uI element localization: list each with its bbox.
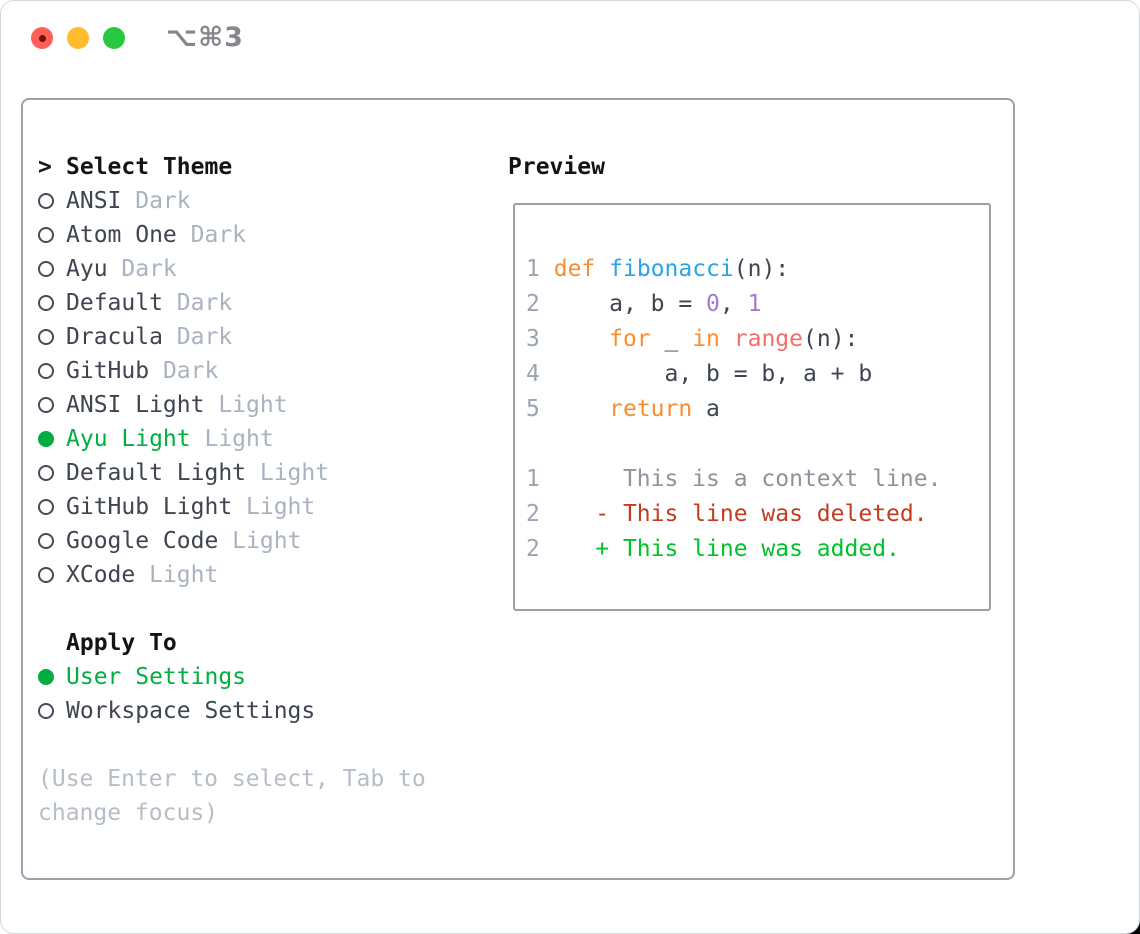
theme-name: Ayu [66,256,108,282]
help-text-line-1: (Use Enter to select, Tab to [38,766,426,792]
theme-name: Ayu Light [66,426,191,452]
theme-name: Default Light [66,460,247,486]
theme-variant: Light [204,392,288,418]
theme-variant: Dark [162,290,233,316]
prompt-icon: > [38,154,52,180]
theme-name: Google Code [66,528,219,554]
theme-variant: Light [190,426,274,452]
theme-option-dracula-dark[interactable]: Dracula Dark [38,320,426,354]
theme-option-github-dark[interactable]: GitHub Dark [38,354,426,388]
theme-option-xcode-light[interactable]: XCode Light [38,558,426,592]
apply-option-label: Workspace Settings [66,698,316,724]
theme-name: GitHub [66,358,150,384]
radio-icon [38,227,54,243]
theme-variant: Light [218,528,302,554]
theme-variant: Light [232,494,316,520]
theme-variant: Dark [162,324,233,350]
radio-icon [38,397,54,413]
radio-icon [38,295,54,311]
radio-icon [38,363,54,379]
radio-icon [38,465,54,481]
theme-name: Atom One [66,222,177,248]
radio-icon [38,567,54,583]
theme-option-ayu-light-light[interactable]: Ayu Light Light [38,422,426,456]
apply-to-label: Apply To [66,630,177,656]
theme-option-ayu-dark[interactable]: Ayu Dark [38,252,426,286]
theme-option-ansi-light-light[interactable]: ANSI Light Light [38,388,426,422]
theme-variant: Dark [149,358,219,384]
preview-title: Preview [508,154,605,180]
radio-icon [38,329,54,345]
theme-option-github-light-light[interactable]: GitHub Light Light [38,490,426,524]
theme-variant: Light [246,460,330,486]
theme-variant: Dark [121,188,191,214]
theme-name: GitHub Light [66,494,233,520]
radio-icon [38,703,54,719]
theme-option-default-dark[interactable]: Default Dark [38,286,426,320]
theme-variant: Dark [107,256,177,282]
theme-variant: Dark [176,222,247,248]
theme-option-ansi-dark[interactable]: ANSI Dark [38,184,426,218]
radio-icon [38,533,54,549]
radio-icon [38,499,54,515]
theme-option-default-light-light[interactable]: Default Light Light [38,456,426,490]
theme-variant: Light [135,562,219,588]
window-title: ⌥⌘3 [166,22,244,53]
preview-code: 1 def fibonacci(n): 2 a, b = 0, 1 3 for … [526,256,942,562]
apply-to-header: Apply To [38,626,426,660]
radio-selected-icon [38,669,54,685]
theme-name: ANSI [66,188,122,214]
apply-option-workspace-settings[interactable]: Workspace Settings [38,694,426,728]
zoom-button[interactable] [103,27,125,49]
titlebar-traffic-lights [31,27,125,49]
select-theme-header: > Select Theme [38,150,426,184]
radio-selected-icon [38,431,54,447]
close-button[interactable] [31,27,53,49]
select-theme-label: Select Theme [66,154,233,180]
theme-option-google-code-light[interactable]: Google Code Light [38,524,426,558]
theme-name: XCode [66,562,136,588]
minimize-button[interactable] [67,27,89,49]
theme-option-atom-one-dark[interactable]: Atom One Dark [38,218,426,252]
theme-name: ANSI Light [66,392,205,418]
apply-option-user-settings[interactable]: User Settings [38,660,426,694]
close-icon [38,34,46,42]
preview-box: 1 def fibonacci(n): 2 a, b = 0, 1 3 for … [513,203,991,611]
theme-name: Dracula [66,324,163,350]
help-text-line-2: change focus) [38,800,219,826]
apply-option-label: User Settings [66,664,247,690]
radio-icon [38,193,54,209]
radio-icon [38,261,54,277]
theme-name: Default [66,290,163,316]
